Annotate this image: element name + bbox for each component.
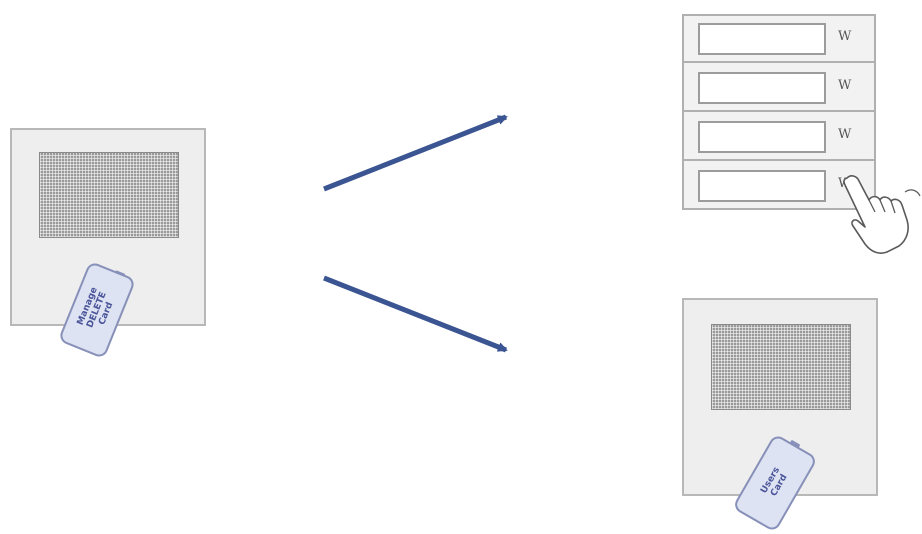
nameplate <box>698 72 826 104</box>
arrow-to-intercom <box>324 117 506 189</box>
nameplate <box>698 121 826 153</box>
bell-label: W <box>838 29 851 44</box>
arrow-to-user-reader <box>324 278 506 350</box>
nameplate <box>698 23 826 55</box>
intercom-row[interactable]: W <box>684 16 874 63</box>
reader-grille-icon <box>711 324 851 410</box>
users-card-label: Users Card <box>755 458 795 508</box>
bell-label: W <box>838 127 851 142</box>
intercom-row[interactable]: W <box>684 114 874 161</box>
bell-label: W <box>838 78 851 93</box>
pointing-hand-icon <box>835 170 922 255</box>
intercom-row[interactable]: W <box>684 65 874 112</box>
nameplate <box>698 170 826 202</box>
